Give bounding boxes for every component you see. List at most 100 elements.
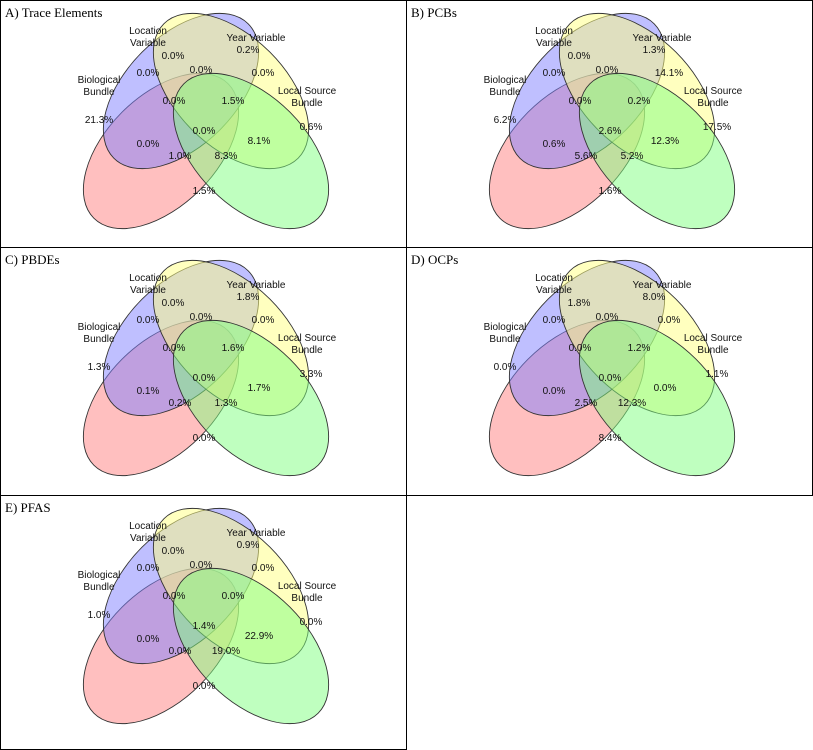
region-value-l: 0.0%	[162, 51, 185, 62]
region-value-s: 0.6%	[300, 122, 323, 133]
region-value-y: 1.3%	[643, 45, 666, 56]
region-value-bs: 8.4%	[599, 433, 622, 444]
panel-title: C) PBDEs	[5, 252, 60, 267]
region-value-s: 3.3%	[300, 369, 323, 380]
region-value-bly: 0.0%	[569, 343, 592, 354]
region-value-ls: 8.1%	[248, 136, 271, 147]
panel-title: E) PFAS	[5, 500, 51, 515]
region-value-bly: 0.0%	[163, 591, 186, 602]
region-value-lys: 1.2%	[628, 343, 651, 354]
region-value-b: 1.0%	[88, 610, 111, 621]
region-value-bys: 0.2%	[169, 398, 192, 409]
region-value-bys: 2.5%	[575, 398, 598, 409]
region-value-bys: 1.0%	[169, 151, 192, 162]
region-value-ly: 0.0%	[596, 65, 619, 76]
region-value-ls: 0.0%	[654, 383, 677, 394]
region-value-ys: 0.0%	[252, 68, 275, 79]
set-ellipse-local	[578, 319, 736, 477]
region-value-y: 0.9%	[237, 540, 260, 551]
region-value-bs: 1.6%	[599, 186, 622, 197]
region-value-bls: 8.3%	[215, 151, 238, 162]
region-value-by: 0.0%	[137, 139, 160, 150]
region-value-b: 21.3%	[85, 115, 113, 126]
set-ellipse-local	[578, 72, 736, 230]
region-value-lys: 1.5%	[222, 96, 245, 107]
region-value-s: 1.1%	[706, 369, 729, 380]
region-value-bly: 0.0%	[163, 343, 186, 354]
region-value-lys: 0.2%	[628, 96, 651, 107]
region-value-bl: 0.0%	[543, 315, 566, 326]
region-value-bls: 12.3%	[618, 398, 646, 409]
region-value-lys: 1.6%	[222, 343, 245, 354]
region-value-bl: 0.0%	[543, 68, 566, 79]
region-value-bys: 5.6%	[575, 151, 598, 162]
set-label-year: Year Variable	[633, 280, 692, 291]
region-value-bys: 0.0%	[169, 646, 192, 657]
region-value-b: 0.0%	[494, 362, 517, 373]
region-value-ls: 1.7%	[248, 383, 271, 394]
region-value-bly: 0.0%	[569, 96, 592, 107]
region-value-bs: 0.0%	[193, 433, 216, 444]
region-value-blys: 1.4%	[193, 621, 216, 632]
region-value-l: 1.8%	[568, 298, 591, 309]
region-value-ys: 0.0%	[252, 563, 275, 574]
region-value-l: 0.0%	[162, 546, 185, 557]
region-value-s: 0.0%	[300, 617, 323, 628]
region-value-blys: 0.0%	[193, 126, 216, 137]
panel-title: B) PCBs	[411, 5, 457, 20]
set-ellipse-local	[172, 567, 330, 725]
region-value-blys: 2.6%	[599, 126, 622, 137]
region-value-bly: 0.0%	[163, 96, 186, 107]
region-value-bl: 0.0%	[137, 563, 160, 574]
region-value-ly: 0.0%	[190, 312, 213, 323]
panel-title: D) OCPs	[411, 252, 459, 267]
region-value-lys: 0.0%	[222, 591, 245, 602]
region-value-by: 0.0%	[543, 386, 566, 397]
panel-title: A) Trace Elements	[5, 5, 103, 20]
set-label-year: Year Variable	[227, 33, 286, 44]
region-value-ly: 0.0%	[596, 312, 619, 323]
region-value-by: 0.6%	[543, 139, 566, 150]
region-value-bls: 5.2%	[621, 151, 644, 162]
region-value-bs: 1.5%	[193, 186, 216, 197]
set-label-year: Year Variable	[227, 528, 286, 539]
region-value-ls: 12.3%	[651, 136, 679, 147]
region-value-b: 1.3%	[88, 362, 111, 373]
set-ellipse-local	[172, 72, 330, 230]
region-value-bs: 0.0%	[193, 681, 216, 692]
region-value-ys: 0.0%	[252, 315, 275, 326]
region-value-l: 0.0%	[568, 51, 591, 62]
region-value-bl: 0.0%	[137, 68, 160, 79]
set-label-year: Year Variable	[633, 33, 692, 44]
region-value-s: 17.5%	[703, 122, 731, 133]
region-value-y: 8.0%	[643, 292, 666, 303]
region-value-b: 6.2%	[494, 115, 517, 126]
set-label-year: Year Variable	[227, 280, 286, 291]
region-value-ls: 22.9%	[245, 631, 273, 642]
region-value-y: 0.2%	[237, 45, 260, 56]
region-value-bls: 19.0%	[212, 646, 240, 657]
region-value-blys: 0.0%	[193, 373, 216, 384]
